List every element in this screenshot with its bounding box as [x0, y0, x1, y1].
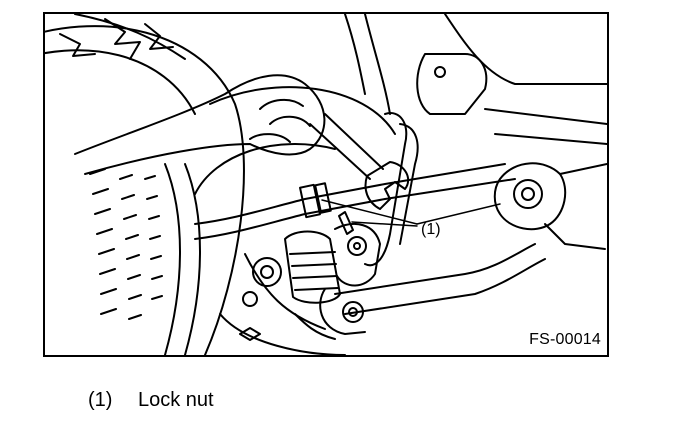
figure-frame: (1) FS-00014	[43, 12, 609, 357]
callout-leader-lines	[321, 199, 501, 227]
hand-with-wrench-drawing	[74, 74, 410, 210]
boot-and-knuckle-drawing	[284, 112, 419, 304]
legend-item-number: (1)	[88, 389, 113, 411]
vehicle-body-drawing	[344, 14, 607, 145]
legend: (1) Lock nut	[88, 388, 214, 412]
tire-drawing	[45, 14, 245, 355]
legend-item-text: Lock nut	[138, 389, 214, 411]
tie-rod-drawing	[194, 163, 516, 240]
arm-bushing-drawing	[493, 162, 607, 250]
lower-arm-drawing	[294, 243, 546, 340]
suspension-illustration: (1)	[45, 14, 607, 355]
callout-label: (1)	[421, 221, 441, 238]
figure-code: FS-00014	[529, 331, 601, 348]
